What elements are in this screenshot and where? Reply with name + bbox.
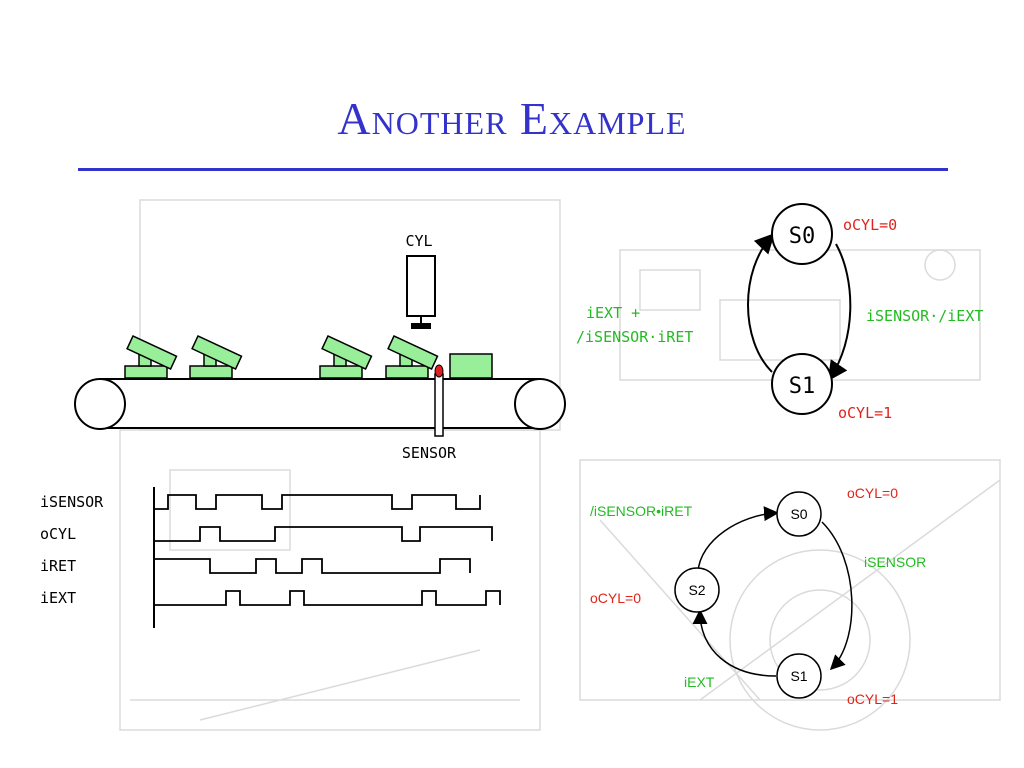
part-2 (189, 335, 243, 379)
fsm-bottom-transition-s2-s0: /iSENSOR•iRET (590, 503, 693, 519)
fsm-bottom-output-s0: oCYL=0 (847, 485, 898, 501)
waveform-iret (154, 558, 471, 574)
part-1 (124, 335, 178, 379)
fsm-top-arrow-s1-s0 (747, 233, 775, 373)
fsm-top-output-s0: oCYL=0 (843, 216, 897, 234)
fsm-bottom-output-s1: oCYL=1 (847, 691, 898, 707)
parts (124, 335, 493, 379)
waveform-iext (154, 590, 501, 606)
fsm-bottom: S0 S1 S2 oCYL=0 oCYL=1 oCYL=0 iSENSOR iE… (590, 485, 926, 707)
fsm-top-state-s1 (771, 353, 833, 415)
belt-band (99, 378, 541, 429)
background-sketch (119, 199, 1001, 731)
fsm-bottom-s1-label: S1 (790, 668, 807, 684)
part-3 (319, 335, 373, 379)
fsm-bottom-s2-label: S2 (688, 582, 705, 598)
slide-title: Another Example (337, 93, 687, 144)
fsm-bottom-transition-s1-s2: iEXT (684, 674, 715, 690)
fsm-bottom-s0-label: S0 (790, 506, 807, 522)
title-underline (78, 168, 948, 171)
waveform-ocyl (154, 526, 493, 542)
signal-label-ocyl: oCYL (40, 525, 76, 543)
sensor-light (434, 364, 444, 378)
sensor-label: SENSOR (402, 444, 457, 462)
fsm-top-transition-s1-s0: iEXT +/iSENSOR·iRET (576, 304, 693, 346)
fsm-bottom-arrow-s0-s1 (821, 521, 853, 671)
fsm-bottom-arrow-s2-s0 (697, 506, 779, 573)
fsm-top-output-s1: oCYL=1 (838, 404, 892, 422)
fsm-bottom-state-s0 (776, 491, 822, 537)
part-4 (385, 335, 439, 379)
fsm-top-arrow-s0-s1 (827, 243, 852, 382)
fsm-top-transition-s0-s1: iSENSOR·/iEXT (866, 307, 983, 325)
cylinder-label: CYL (405, 232, 432, 250)
waveform-isensor (154, 494, 481, 510)
fsm-bottom-state-s2 (674, 567, 720, 613)
belt-roller-right (514, 378, 566, 430)
signal-label-isensor: iSENSOR (40, 493, 104, 511)
timing-diagram: iSENSOR oCYL iRET iEXT (40, 487, 501, 628)
cylinder-body (406, 255, 436, 317)
cylinder (406, 255, 436, 329)
fsm-bottom-output-s2: oCYL=0 (590, 590, 641, 606)
fsm-top-state-s0 (771, 203, 833, 265)
fsm-top-s1-label: S1 (789, 374, 816, 399)
conveyor-belt (74, 378, 566, 430)
fsm-bottom-state-s1 (776, 653, 822, 699)
signal-label-iret: iRET (40, 557, 76, 575)
sensor (434, 364, 444, 437)
signal-label-iext: iEXT (40, 589, 76, 607)
cylinder-head (411, 323, 431, 329)
fsm-top: S0 S1 oCYL=0 oCYL=1 iSENSOR·/iEXT iEXT +… (576, 203, 983, 422)
fsm-bottom-transition-s0-s1: iSENSOR (864, 554, 926, 570)
part-pushed (449, 353, 493, 379)
fsm-bottom-arrow-s1-s2 (692, 609, 777, 677)
fsm-top-s0-label: S0 (789, 224, 816, 249)
belt-roller-left (74, 378, 126, 430)
sensor-post (434, 373, 444, 437)
